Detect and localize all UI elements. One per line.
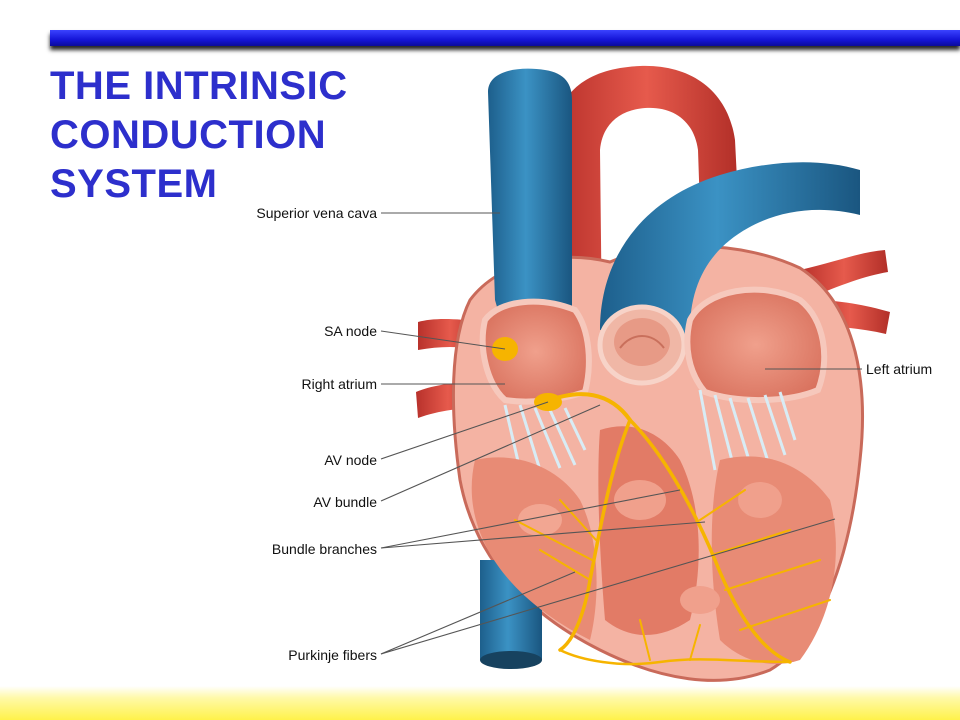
label-av-bundle: AV bundle: [313, 494, 377, 510]
leader-lines: [380, 212, 862, 655]
slide-title: THE INTRINSIC CONDUCTION SYSTEM: [50, 62, 390, 209]
conduction-system: [514, 392, 831, 666]
title-line-3: SYSTEM: [50, 162, 218, 206]
leader-bundle-branches-2: [380, 521, 706, 549]
title-line-1: THE INTRINSIC: [50, 64, 348, 108]
purkinje-path: [558, 648, 792, 666]
bottom-accent-band: [0, 686, 960, 720]
label-left-atrium: Left atrium: [866, 361, 932, 377]
label-av-node: AV node: [324, 452, 377, 468]
label-right-atrium: Right atrium: [302, 376, 377, 392]
leader-av-bundle: [380, 404, 601, 502]
pulmonary-trunk: [600, 162, 860, 340]
label-purkinje-fibers: Purkinje fibers: [288, 647, 377, 663]
leader-av-node: [380, 401, 549, 460]
leader-bundle-branches-1: [380, 489, 681, 549]
leader-purkinje-2: [380, 518, 836, 655]
aortic-valve: [597, 304, 687, 386]
bundle-branch-right-path: [558, 418, 632, 652]
title-bar-divider: [50, 30, 960, 46]
leader-purkinje-1: [380, 571, 576, 655]
label-superior-vena-cava: Superior vena cava: [256, 205, 377, 221]
leader-sa-node: [380, 330, 506, 350]
label-bundle-branches: Bundle branches: [272, 541, 377, 557]
title-line-2: CONDUCTION: [50, 113, 327, 157]
left-atrium: [684, 286, 828, 404]
superior-vena-cava: [488, 68, 572, 335]
bundle-branch-left-path: [628, 418, 792, 664]
right-atrium: [479, 298, 592, 405]
chordae-tendineae: [503, 389, 797, 473]
label-sa-node: SA node: [324, 323, 377, 339]
